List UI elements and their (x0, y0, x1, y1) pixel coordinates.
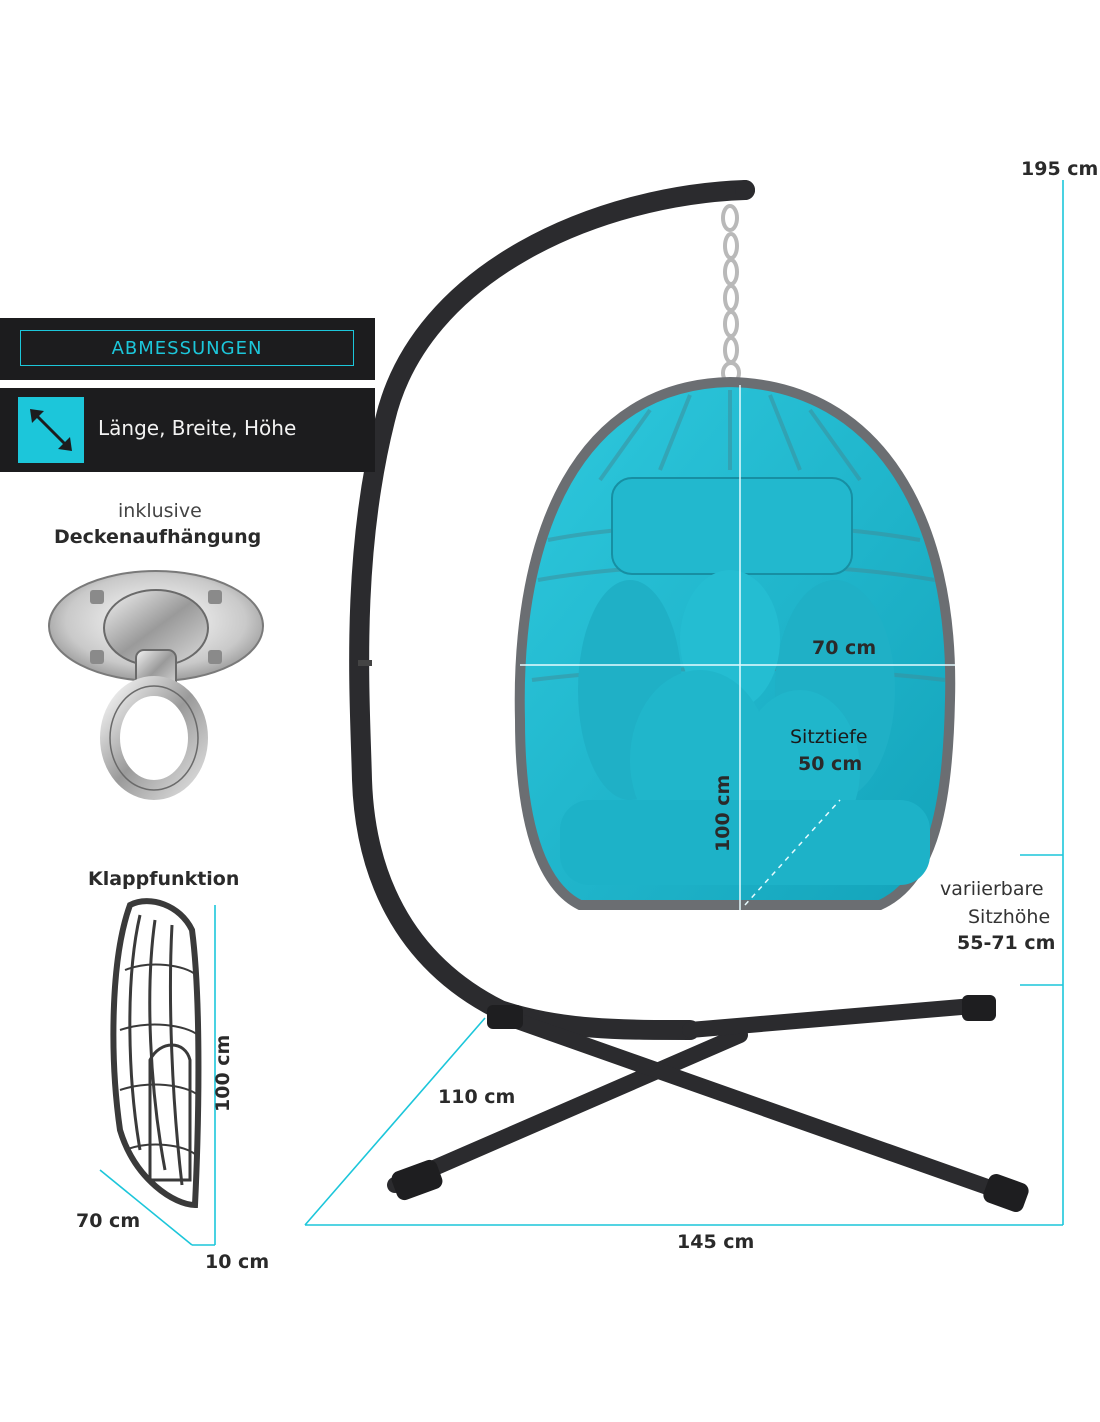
ceiling-hook-icon (48, 570, 264, 800)
base-depth-label: 110 cm (438, 1086, 516, 1108)
hook-caption-line1: inklusive (118, 500, 202, 522)
dimensions-header: ABMESSUNGEN (20, 330, 354, 366)
dimensions-header-bar: ABMESSUNGEN (0, 318, 375, 380)
fold-height-label: 100 cm (212, 1034, 234, 1112)
dimension-lines (99, 180, 1064, 1246)
fold-title: Klappfunktion (88, 868, 240, 890)
base-width-label: 145 cm (677, 1231, 755, 1253)
basket-dimension-guides (520, 385, 955, 910)
stand-feet (391, 995, 1029, 1213)
dimensions-legend-bar: Länge, Breite, Höhe (0, 388, 375, 472)
chain (721, 204, 741, 385)
basket-width-label: 70 cm (812, 637, 877, 659)
fold-depth-label: 10 cm (205, 1251, 270, 1273)
dimensions-legend-label: Länge, Breite, Höhe (98, 416, 297, 440)
seat-height-caption1: variierbare (940, 878, 1044, 900)
hook-caption-line2: Deckenaufhängung (54, 526, 262, 548)
seat-depth-caption: Sitztiefe (790, 726, 868, 748)
egg-chair-basket (514, 376, 956, 910)
seat-depth-label: 50 cm (798, 753, 863, 775)
seat-height-caption2: Sitzhöhe (968, 906, 1051, 928)
seat-height-label: 55-71 cm (957, 932, 1056, 954)
folded-basket-icon (110, 898, 202, 1209)
diagonal-arrow-icon (18, 397, 84, 463)
total-height-label: 195 cm (1021, 158, 1099, 180)
fold-width-label: 70 cm (76, 1210, 141, 1232)
basket-height-label: 100 cm (712, 774, 734, 852)
